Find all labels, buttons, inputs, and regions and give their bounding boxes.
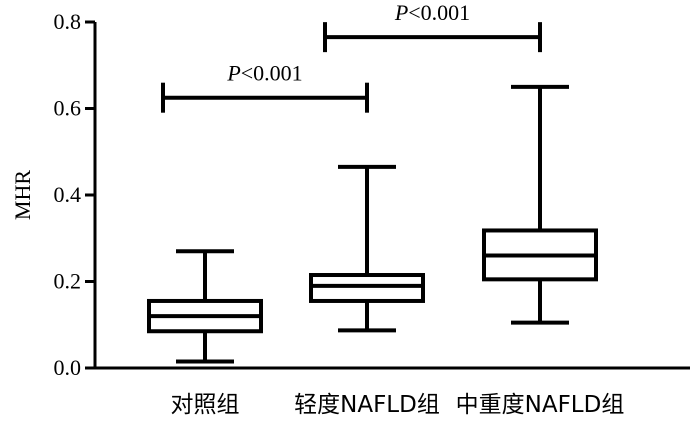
box-iqr [309,273,425,303]
y-tick-label: 0.2 [54,269,82,294]
p-value: <0.001 [241,61,303,86]
p-symbol: P [226,61,240,86]
x-category-label: 对照组 [171,392,240,418]
significance-bracket: P<0.001 [323,0,542,53]
x-category-label: 轻度NAFLD组 [294,392,440,418]
significance-bracket: P<0.001 [161,61,369,113]
p-value-label: P<0.001 [394,0,470,25]
y-tick-label: 0.6 [54,96,82,121]
x-category-label: 中重度NAFLD组 [456,392,625,418]
axes: 0.0 0.2 0.4 0.6 0.8MHR 对照组 轻度NAFLD组中重度NAFLD组 [10,9,690,418]
p-value-label: P<0.001 [226,61,302,86]
y-axis-label: MHR [10,170,35,220]
y-tick-label: 0.4 [54,182,82,207]
p-value: <0.001 [408,0,470,25]
p-symbol: P [394,0,408,25]
box-group [147,249,263,364]
y-tick-label: 0.0 [54,355,82,380]
box-series [147,84,598,364]
box-group [482,84,598,325]
box-group [309,164,425,333]
y-tick-label: 0.8 [54,9,82,34]
